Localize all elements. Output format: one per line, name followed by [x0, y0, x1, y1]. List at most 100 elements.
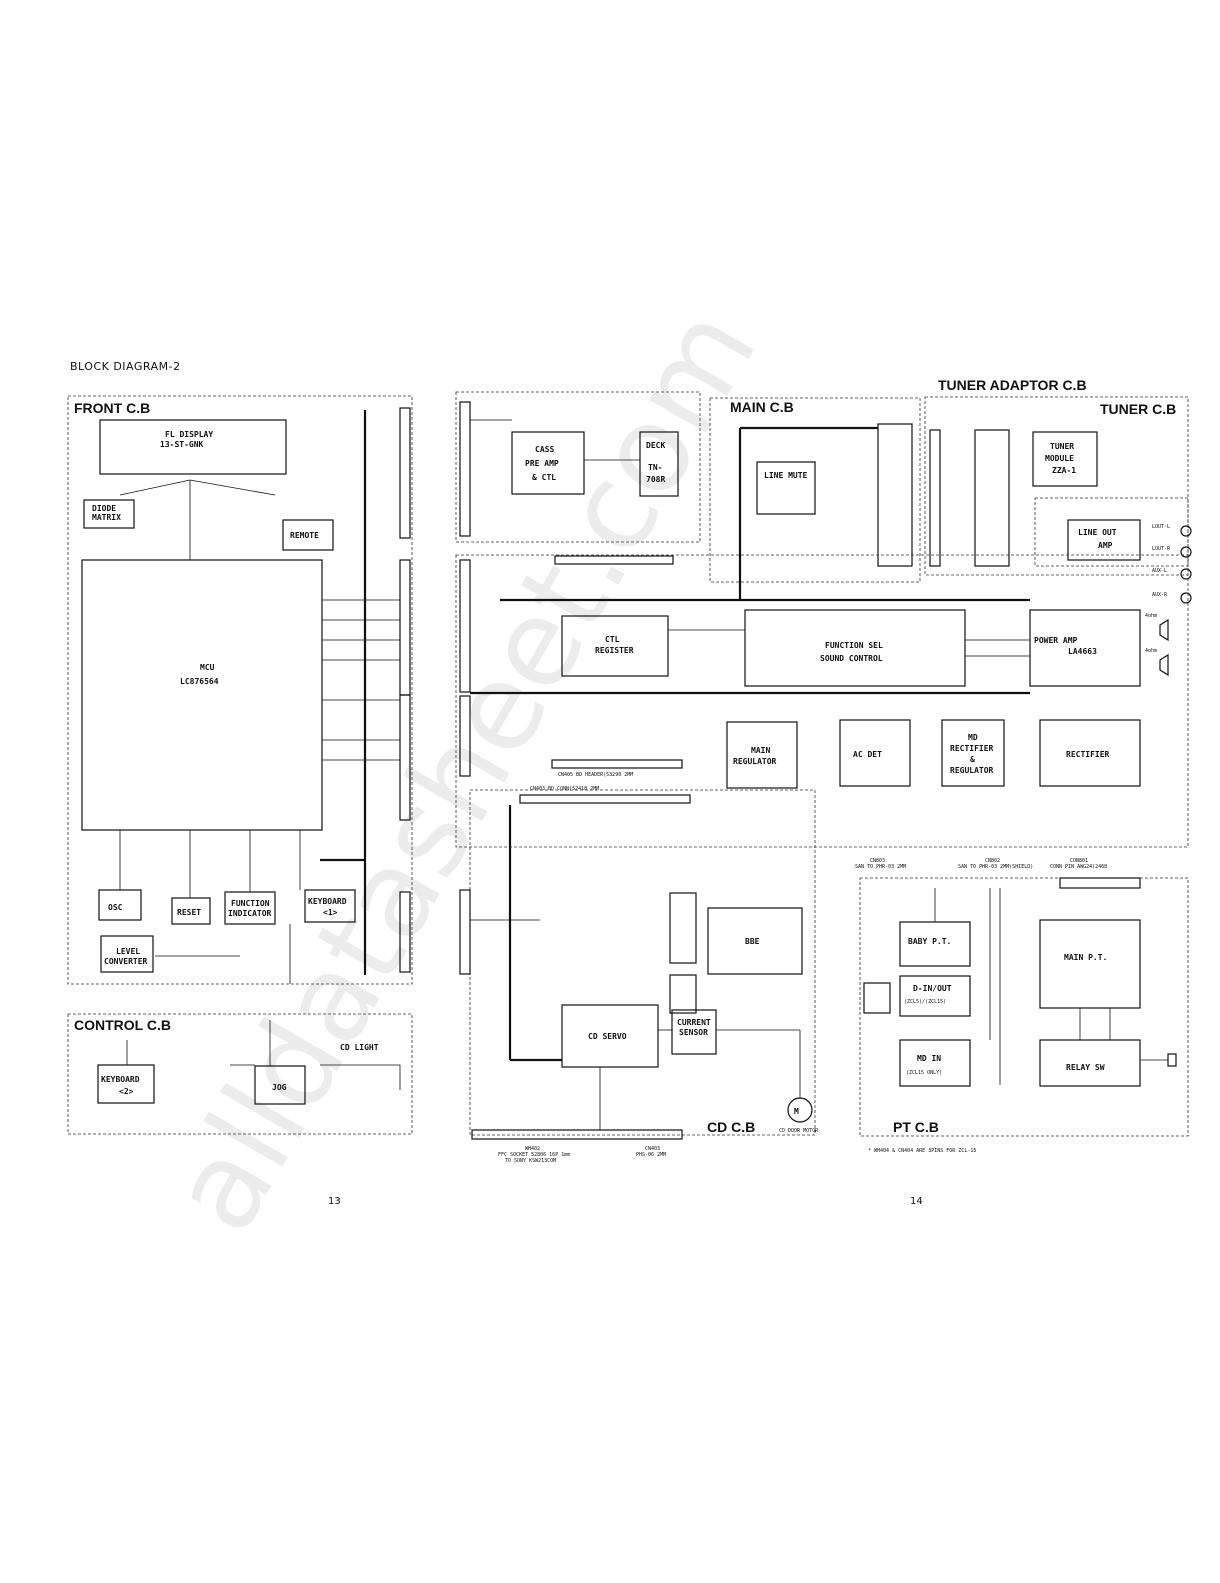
speaker-ohm-2: 4ohm — [1145, 648, 1157, 654]
cd-door-motor-icon — [787, 1097, 813, 1123]
deck-block — [639, 431, 679, 497]
diode-matrix-label2: MATRIX — [92, 513, 121, 522]
wh402-desc: FFC SOCKET 52806 16P 1mm — [498, 1152, 570, 1158]
cn403-label: CN403 BD CONN(52418 2MM — [530, 786, 599, 792]
relay-sw-block — [1039, 1039, 1141, 1087]
lout-r-label: LOUT-R — [1152, 546, 1171, 552]
main-board-frame — [455, 554, 1189, 848]
cass-label2: PRE AMP — [525, 459, 559, 468]
md-in-desc: (ZCL15 ONLY) — [906, 1070, 942, 1076]
aux-l-label: AUX-L — [1152, 568, 1167, 574]
speaker-ohm-1: 4ohm — [1145, 613, 1157, 619]
front-board-label: FRONT C.B — [74, 400, 150, 416]
zcl-switch-block — [669, 892, 697, 964]
diode-matrix-block — [83, 499, 135, 529]
function-indicator-block — [224, 891, 276, 925]
jog-block — [254, 1065, 306, 1105]
md-rectifier-label: MD — [968, 733, 978, 742]
connector-cn403 — [519, 794, 691, 804]
connector-cn101 — [877, 423, 913, 567]
fl-display-block — [99, 419, 287, 475]
speaker-right-icon — [1159, 653, 1169, 677]
keyboard1-block — [304, 889, 356, 923]
connector-tuner — [974, 429, 1010, 567]
keyboard2-label: KEYBOARD — [101, 1075, 140, 1084]
power-amp-block — [1029, 609, 1141, 687]
fl-display-label: FL DISPLAY — [165, 430, 213, 439]
reset-block — [171, 897, 211, 925]
diode-matrix-label: DIODE — [92, 504, 116, 513]
tuner-frame — [924, 396, 1189, 576]
jog-label: JOG — [272, 1083, 287, 1092]
cassette-frame — [455, 391, 701, 543]
main-board-label: MAIN C.B — [730, 399, 794, 415]
line-mute-label: LINE MUTE — [764, 471, 808, 480]
aux-r-label: AUX-R — [1152, 592, 1168, 598]
mcu-block — [81, 559, 323, 831]
level-converter-label2: CONVERTER — [104, 957, 148, 966]
mcu-part: LC876564 — [180, 677, 219, 686]
line-out-amp-label2: AMP — [1098, 541, 1113, 550]
main-pt-label: MAIN P.T. — [1064, 953, 1107, 962]
lout-l-label: LOUT-L — [1152, 524, 1170, 530]
rectifier-label: RECTIFIER — [1066, 750, 1110, 759]
main-regulator-block — [726, 721, 798, 789]
tuner-adaptor-label: TUNER ADAPTOR C.B — [938, 377, 1087, 393]
md-rectifier-label2: RECTIFIER — [950, 744, 994, 753]
remote-label: REMOTE — [290, 531, 319, 540]
deck-label: DECK — [646, 441, 665, 450]
tuner-module-label3: ZZA-1 — [1052, 466, 1076, 475]
cd-servo-block — [561, 1004, 659, 1068]
function-sel-block — [744, 609, 966, 687]
wh402-label: WH402 — [525, 1146, 540, 1152]
tuner-module-label: TUNER — [1050, 442, 1074, 451]
connector-cn405 — [551, 759, 683, 769]
function-indicator-label: FUNCTION — [231, 899, 270, 908]
ac-det-block — [839, 719, 911, 787]
reset-label: RESET — [177, 908, 201, 917]
front-board-frame — [67, 395, 413, 985]
d-in-out-block — [899, 975, 971, 1017]
power-plug-icon — [1167, 1053, 1177, 1067]
connector-wh2 — [459, 401, 471, 537]
d-in-out-label: D-IN/OUT — [913, 984, 952, 993]
control-board-label: CONTROL C.B — [74, 1017, 171, 1033]
ctl-register-label: CTL — [605, 635, 620, 644]
con801-desc: CONN PIN AWG24(2468 — [1050, 864, 1107, 870]
bbe-block — [707, 907, 803, 975]
current-sensor-label: CURRENT — [677, 1018, 711, 1027]
connector-wh402 — [471, 1129, 683, 1140]
main-board-top-frame — [709, 397, 921, 583]
cd-servo-label: CD SERVO — [588, 1032, 627, 1041]
level-converter-block — [100, 935, 154, 973]
line-mute-block — [756, 461, 816, 515]
cd-board-frame — [469, 789, 816, 1136]
cd-board-label: CD C.B — [707, 1119, 755, 1135]
cass-label3: & CTL — [532, 473, 556, 482]
cn405-label: CN405 BD HEADER(53290 2MM — [558, 772, 633, 778]
zcl5-switch-block — [669, 974, 697, 1014]
ctl-register-label2: REGISTER — [595, 646, 634, 655]
cass-label: CASS — [535, 445, 554, 454]
md-in-block — [899, 1039, 971, 1087]
connector-wh203 — [399, 694, 411, 821]
connector-cn102 — [929, 429, 941, 567]
page-title: BLOCK DIAGRAM-2 — [70, 360, 181, 373]
cd-light-label: CD LIGHT — [340, 1043, 379, 1052]
speaker-left-icon — [1159, 618, 1169, 642]
cn803-label: CN803 — [870, 858, 885, 864]
line-out-amp-label: LINE OUT — [1078, 528, 1117, 537]
page-number-left: 13 — [328, 1196, 341, 1207]
fl-display-part: 13-ST-GNK — [160, 440, 204, 449]
ctl-register-block — [561, 615, 669, 677]
power-amp-label: POWER AMP — [1034, 636, 1078, 645]
cn802-desc: SAN TO PHR-03 2MM(SHIELD) — [958, 864, 1033, 870]
connector-wh702 — [554, 555, 674, 565]
cn803-desc: SAN TO PHR-03 2MM — [855, 864, 906, 870]
main-regulator-label2: REGULATOR — [733, 757, 777, 766]
deck-label2: TN- — [648, 463, 662, 472]
osc-label: OSC — [108, 903, 123, 912]
connector-wh401 — [459, 889, 471, 975]
cn403b-label: CN403 — [645, 1146, 660, 1152]
